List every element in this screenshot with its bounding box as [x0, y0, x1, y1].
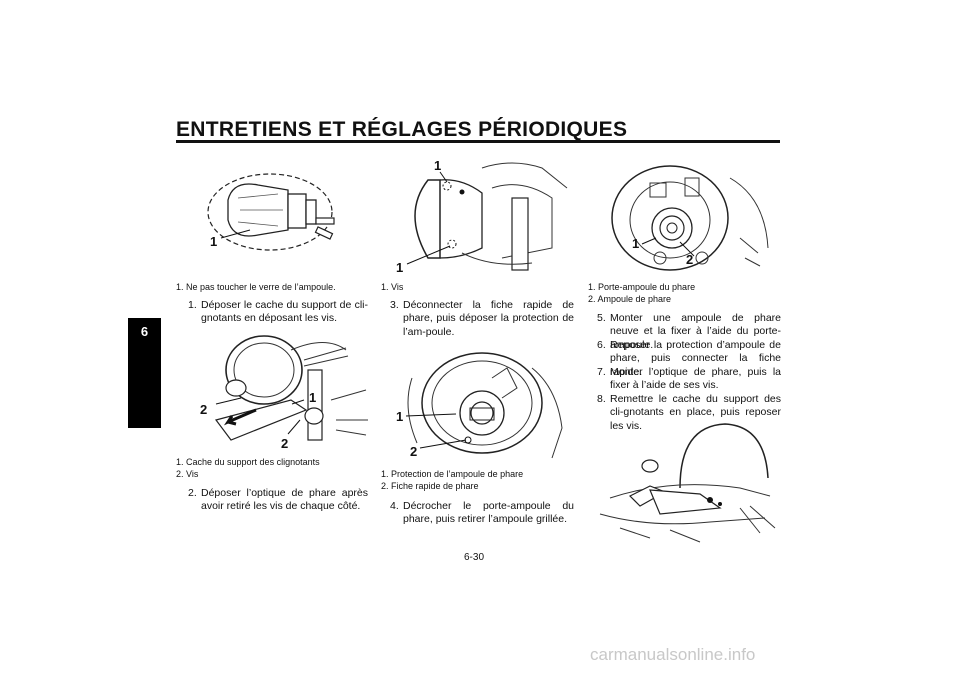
step-8: 8. Remettre le cache du support des cli-…	[597, 393, 781, 433]
figure-bulb-holder: 1 2	[590, 158, 780, 276]
step-6-number: 6.	[597, 339, 606, 351]
step-2-number: 2.	[188, 487, 197, 499]
fig2-callout-1: 1	[309, 390, 316, 405]
step-7: 7. Monter l’optique de phare, puis la fi…	[597, 366, 781, 393]
fig3-callout-1b: 1	[396, 260, 403, 275]
fig4-caption-1: 1. Protection de l’ampoule de phare	[381, 469, 524, 479]
fig5-callout-1: 1	[632, 236, 639, 251]
fig4-callout-1: 1	[396, 409, 403, 424]
fig5-callout-2: 2	[686, 252, 693, 267]
step-7-text: Monter l’optique de phare, puis la fixer…	[610, 366, 781, 392]
page-title: ENTRETIENS ET RÉGLAGES PÉRIODIQUES	[176, 118, 628, 141]
fig4-caption-2: 2. Fiche rapide de phare	[381, 481, 479, 491]
step-1: 1. Déposer le cache du support de cli-gn…	[188, 299, 368, 326]
chapter-tab: 6	[128, 318, 161, 428]
fig1-caption: 1. Ne pas toucher le verre de l’ampoule.	[176, 282, 336, 292]
bulb-holder-illustration: 1 2	[611, 165, 769, 271]
step-8-number: 8.	[597, 393, 606, 405]
turn-signal-illustration: 1 2 2	[200, 335, 368, 451]
step-6: 6. Reposer la protection d’ampoule de ph…	[597, 339, 781, 379]
fig2-callout-2a: 2	[200, 402, 207, 417]
title-rule	[176, 140, 780, 143]
step-4: 4. Décrocher le porte-ampoule du phare, …	[390, 500, 574, 527]
headlight-screws-illustration: 1 1	[396, 158, 568, 275]
fig4-callout-2: 2	[410, 444, 417, 459]
chapter-tab-number: 6	[140, 324, 149, 339]
step-5: 5. Monter une ampoule de phare neuve et …	[597, 312, 781, 352]
figure-bulb: 1	[188, 160, 358, 270]
step-1-text: Déposer le cache du support de cli-gnota…	[201, 299, 368, 325]
step-2-text: Déposer l’optique de phare après avoir r…	[201, 487, 368, 513]
figure-turn-signal-cover: 1 2 2	[196, 330, 372, 455]
step-3: 3. Déconnecter la fiche rapide de phare,…	[390, 299, 574, 339]
bulb-protection-illustration: 1 2	[396, 352, 563, 459]
fig2-callout-2b: 2	[281, 436, 288, 451]
fig3-callout-1a: 1	[434, 158, 441, 173]
bulb-illustration: 1	[207, 173, 335, 251]
step-2: 2. Déposer l’optique de phare après avoi…	[188, 487, 368, 514]
step-3-number: 3.	[390, 299, 399, 311]
figure-headlight-screws: 1 1	[392, 158, 572, 276]
step-5-number: 5.	[597, 312, 606, 324]
fig3-caption: 1. Vis	[381, 282, 404, 292]
step-4-number: 4.	[390, 500, 399, 512]
page-number: 6-30	[464, 552, 485, 563]
step-7-number: 7.	[597, 366, 606, 378]
figure-reinstall-cover	[590, 418, 782, 546]
fig2-caption-1: 1. Cache du support des clignotants	[176, 457, 320, 467]
step-6-text: Reposer la protection d’ampoule de phare…	[610, 339, 781, 378]
fig5-caption-2: 2. Ampoule de phare	[588, 294, 672, 304]
fig2-caption-2: 2. Vis	[176, 469, 199, 479]
step-8-text: Remettre le cache du support des cli-gno…	[610, 393, 781, 432]
step-4-text: Décrocher le porte-ampoule du phare, pui…	[403, 500, 574, 526]
step-3-text: Déconnecter la fiche rapide de phare, pu…	[403, 299, 574, 338]
reinstall-cover-illustration	[599, 423, 776, 543]
watermark: carmanualsonline.info	[590, 645, 756, 664]
step-5-text: Monter une ampoule de phare neuve et la …	[610, 312, 781, 351]
step-1-number: 1.	[188, 299, 197, 311]
figure-bulb-protection: 1 2	[392, 348, 574, 466]
fig1-callout-1: 1	[210, 234, 217, 249]
fig5-caption-1: 1. Porte-ampoule du phare	[588, 282, 696, 292]
